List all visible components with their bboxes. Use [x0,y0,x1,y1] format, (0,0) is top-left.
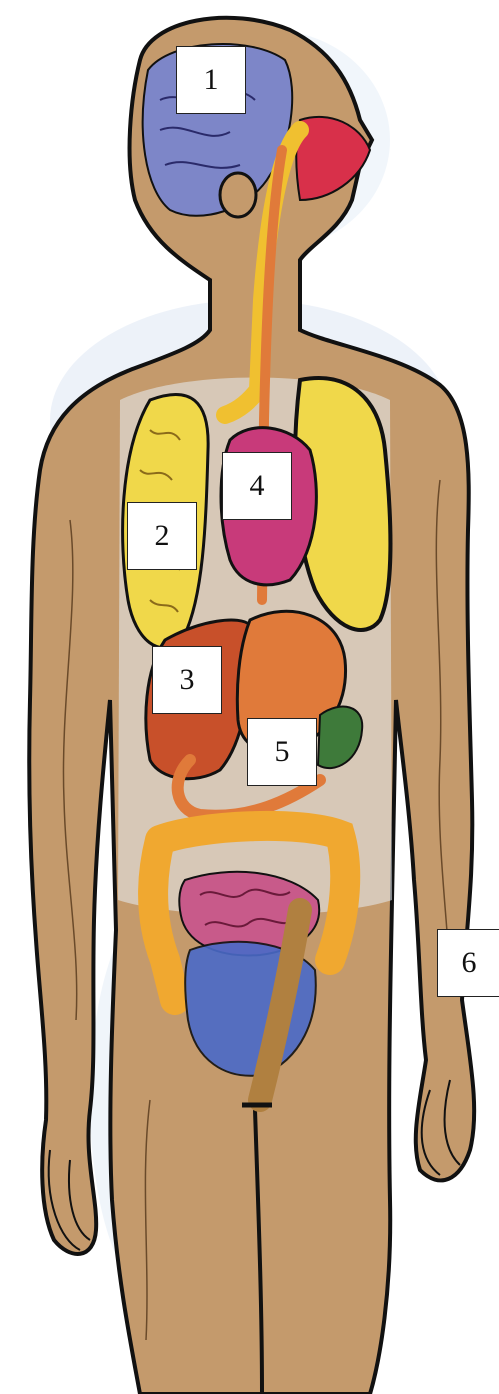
label-4-heart: 4 [222,452,292,520]
ear [220,173,256,217]
label-4-text: 4 [250,469,265,503]
label-2-lung: 2 [127,502,197,570]
label-2-text: 2 [155,519,170,553]
label-1-text: 1 [204,63,219,97]
label-5-stomach: 5 [247,718,317,786]
label-3-liver: 3 [152,646,222,714]
label-1-brain: 1 [176,46,246,114]
label-6-arm: 6 [437,929,499,997]
label-6-text: 6 [462,946,477,980]
label-3-text: 3 [180,663,195,697]
label-5-text: 5 [275,735,290,769]
